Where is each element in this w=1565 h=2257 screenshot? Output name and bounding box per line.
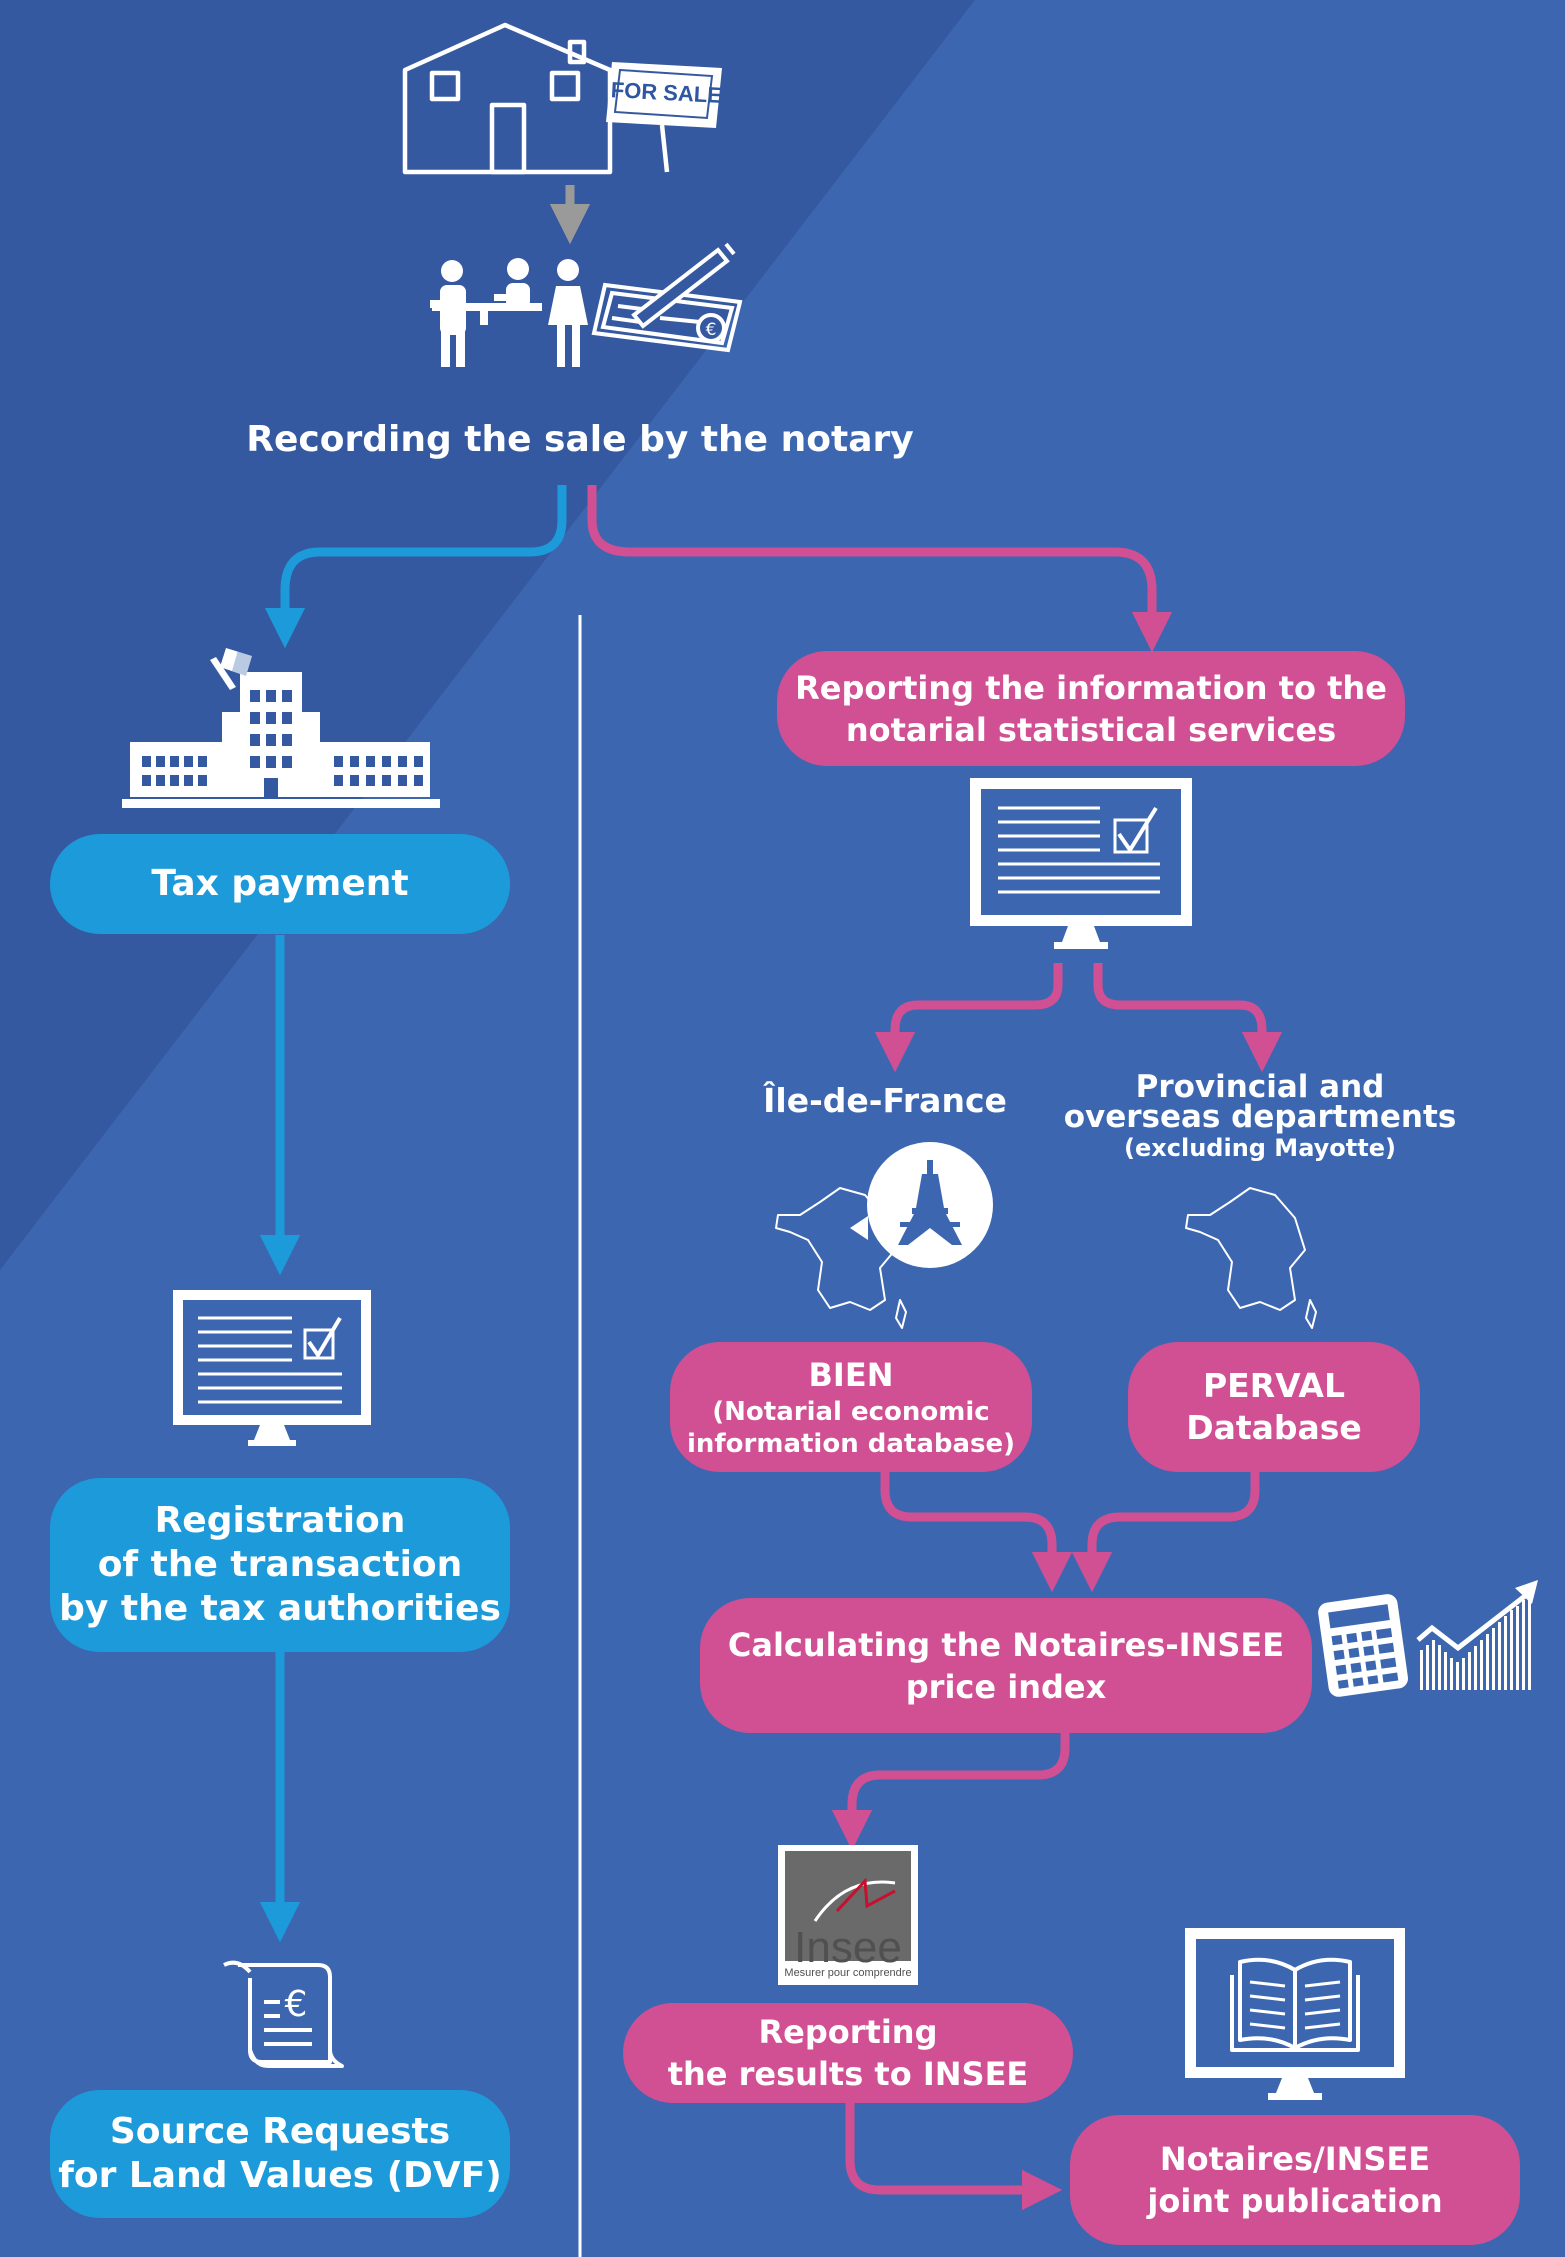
government-building-icon bbox=[122, 648, 440, 808]
calculating-node: Calculating the Notaires-INSEE price ind… bbox=[700, 1598, 1312, 1733]
cheque-signing-icon: € bbox=[591, 242, 743, 353]
house-for-sale-icon bbox=[402, 22, 670, 175]
calculating-line-2: price index bbox=[905, 1667, 1107, 1706]
sign-text: FOR SALE bbox=[610, 77, 722, 108]
dvf-line-2: for Land Values (DVF) bbox=[58, 2155, 502, 2196]
reporting-notarial-line-2: notarial statistical services bbox=[845, 710, 1337, 749]
connector-monitor-to-provincial bbox=[1093, 963, 1283, 1073]
provincial-line-1: Provincial and bbox=[1135, 1069, 1385, 1105]
header-title: Recording the sale by the notary bbox=[246, 419, 914, 460]
registration-line-1: Registration bbox=[154, 1500, 406, 1541]
registration-node: Registration of the transaction by the t… bbox=[50, 1478, 510, 1652]
monitor-check-icon-left bbox=[173, 1290, 371, 1446]
insee-word: Insee bbox=[794, 1923, 902, 1972]
bien-title: BIEN bbox=[808, 1356, 894, 1394]
bien-line-1: (Notarial economic bbox=[712, 1397, 990, 1427]
provincial-note: (excluding Mayotte) bbox=[1124, 1134, 1396, 1162]
registration-line-2: of the transaction bbox=[97, 1544, 463, 1585]
reporting-insee-line-2: the results to INSEE bbox=[667, 2055, 1029, 2093]
reporting-notarial-node: Reporting the information to the notaria… bbox=[777, 651, 1405, 766]
tax-payment-label: Tax payment bbox=[151, 863, 409, 904]
connector-insee-to-publication bbox=[845, 2100, 1063, 2211]
euro-scroll-icon: € bbox=[223, 1960, 344, 2068]
tax-payment-node: Tax payment bbox=[50, 834, 510, 934]
connector-monitor-to-idf bbox=[874, 963, 1063, 1073]
for-sale-sign-icon: FOR SALE bbox=[606, 62, 723, 128]
bien-line-2: information database) bbox=[686, 1429, 1016, 1459]
perval-line-2: Database bbox=[1186, 1408, 1362, 1447]
svg-text:€: € bbox=[285, 1984, 308, 2025]
perval-line-1: PERVAL bbox=[1202, 1366, 1345, 1405]
ile-de-france-label: Île-de-France bbox=[763, 1081, 1007, 1120]
connector-calc-to-insee bbox=[831, 1733, 1070, 1851]
provincial-label: Provincial and overseas departments (exc… bbox=[1040, 1072, 1480, 1164]
svg-text:€: € bbox=[706, 320, 717, 340]
insee-tagline: Mesurer pour comprendre bbox=[784, 1967, 912, 1979]
rising-chart-icon bbox=[1416, 1580, 1538, 1690]
perval-node: PERVAL Database bbox=[1128, 1342, 1420, 1472]
connector-title-to-reporting bbox=[587, 485, 1173, 653]
insee-logo-mark bbox=[813, 1877, 896, 1922]
reporting-insee-node: Reporting the results to INSEE bbox=[623, 2003, 1073, 2103]
publication-line-1: Notaires/INSEE bbox=[1159, 2140, 1431, 2178]
monitor-book-icon bbox=[1185, 1928, 1405, 2100]
reporting-insee-line-1: Reporting bbox=[758, 2013, 938, 2051]
connector-perval-to-calc bbox=[1071, 1468, 1260, 1593]
provincial-line-2: overseas departments bbox=[1063, 1099, 1457, 1135]
registration-line-3: by the tax authorities bbox=[59, 1588, 501, 1629]
publication-node: Notaires/INSEE joint publication bbox=[1070, 2115, 1520, 2245]
calculating-line-1: Calculating the Notaires-INSEE bbox=[727, 1625, 1285, 1664]
building-windows bbox=[142, 690, 423, 798]
notary-meeting-icon bbox=[430, 258, 588, 367]
dvf-line-1: Source Requests bbox=[109, 2111, 451, 2152]
reporting-notarial-line-1: Reporting the information to the bbox=[795, 668, 1387, 707]
publication-line-2: joint publication bbox=[1147, 2182, 1443, 2220]
insee-logo-panel bbox=[785, 1851, 911, 1961]
bien-node: BIEN (Notarial economic information data… bbox=[670, 1342, 1032, 1472]
insee-logo: Insee Mesurer pour comprendre bbox=[778, 1845, 918, 1985]
eiffel-tower-icon bbox=[867, 1142, 993, 1268]
connector-title-to-tax bbox=[264, 485, 567, 649]
dvf-node: Source Requests for Land Values (DVF) bbox=[50, 2090, 510, 2218]
calculator-icon bbox=[1318, 1594, 1408, 1697]
connector-bien-to-calc bbox=[880, 1468, 1073, 1593]
france-map-icon-provincial bbox=[1185, 1187, 1317, 1329]
monitor-check-icon-right bbox=[970, 778, 1192, 949]
